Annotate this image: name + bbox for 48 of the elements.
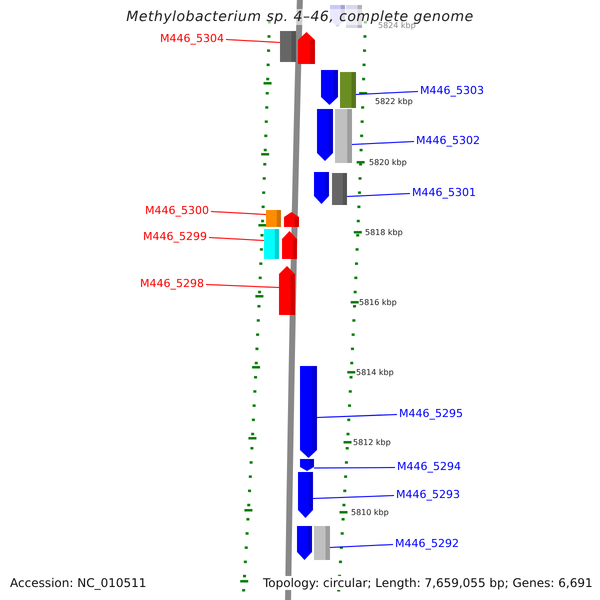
gene-label: M446_5304 [160, 32, 224, 45]
gene-block [317, 109, 333, 161]
leader-line [314, 467, 396, 468]
scale-label: 5812 kbp [353, 438, 391, 448]
gene-block [284, 212, 299, 227]
scale-label: 5818 kbp [365, 228, 403, 238]
gene-block [321, 70, 338, 105]
gene-label: M446_5295 [399, 407, 463, 420]
gene-block [279, 266, 295, 315]
leader-line [208, 237, 264, 241]
leader-line [206, 284, 280, 288]
gene-box [314, 526, 330, 560]
leader-line [346, 193, 410, 197]
leader-line [330, 544, 394, 548]
gene-box [335, 109, 352, 163]
gene-label: M446_5302 [416, 134, 480, 147]
leader-line [356, 91, 418, 95]
gene-box [280, 31, 296, 62]
gene-box [266, 210, 281, 227]
title: Methylobacterium sp. 4–46, complete genome [126, 9, 474, 25]
gene-box [340, 72, 356, 108]
gene-box [264, 229, 279, 259]
gene-block [298, 32, 315, 64]
gene-label: M446_5298 [140, 277, 204, 290]
gene-label: M446_5293 [396, 488, 460, 501]
gene-label: M446_5301 [412, 186, 476, 199]
scale-label: 5816 kbp [359, 298, 397, 308]
leader-line [226, 39, 280, 43]
scale-label: 5810 kbp [351, 508, 389, 518]
leader-line [316, 414, 398, 418]
gene-label: M446_5294 [397, 460, 461, 473]
genome-info-text: Topology: circular; Length: 7,659,055 bp; Genes: 6,691 [263, 576, 593, 590]
leader-line [352, 141, 414, 145]
gene-box [332, 173, 347, 205]
leader-line [210, 211, 266, 215]
accession-text: Accession: NC_010511 [10, 576, 146, 590]
leader-line [312, 495, 394, 499]
scale-label: 5822 kbp [375, 97, 413, 107]
gene-block [300, 459, 314, 471]
gene-block [314, 172, 329, 204]
gene-block [282, 231, 297, 259]
gene-label: M446_5303 [420, 84, 484, 97]
gene-label: M446_5292 [395, 537, 459, 550]
scale-label: 5814 kbp [356, 368, 394, 378]
gene-block [297, 526, 312, 560]
scale-label: 5820 kbp [369, 158, 407, 168]
gene-label: M446_5299 [143, 230, 207, 243]
gene-label: M446_5300 [145, 204, 209, 217]
